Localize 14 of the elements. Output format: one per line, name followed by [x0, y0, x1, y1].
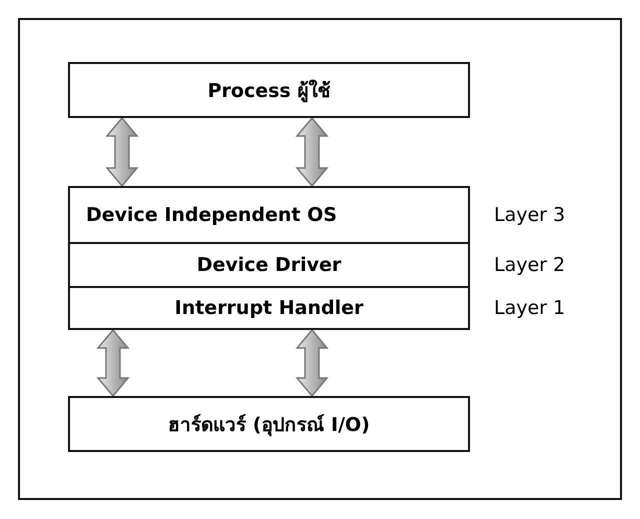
double-arrow	[105, 116, 139, 188]
layer-box	[68, 396, 470, 452]
box-label: ฮาร์ดแวร์ (อุปกรณ์ I/O)	[168, 413, 370, 438]
box-label: Process ผู้ใช้	[208, 78, 330, 104]
double-arrow	[295, 328, 329, 398]
double-arrow	[96, 328, 130, 398]
layer-box	[68, 62, 470, 118]
layer-label: Layer 1	[494, 297, 566, 319]
box-label: Interrupt Handler	[174, 297, 364, 319]
layer-label: Layer 2	[494, 254, 566, 276]
box-label: Device Driver	[196, 254, 342, 276]
double-arrow	[295, 116, 329, 188]
box-label: Device Independent OS	[86, 204, 337, 226]
layer-label: Layer 3	[494, 204, 566, 226]
